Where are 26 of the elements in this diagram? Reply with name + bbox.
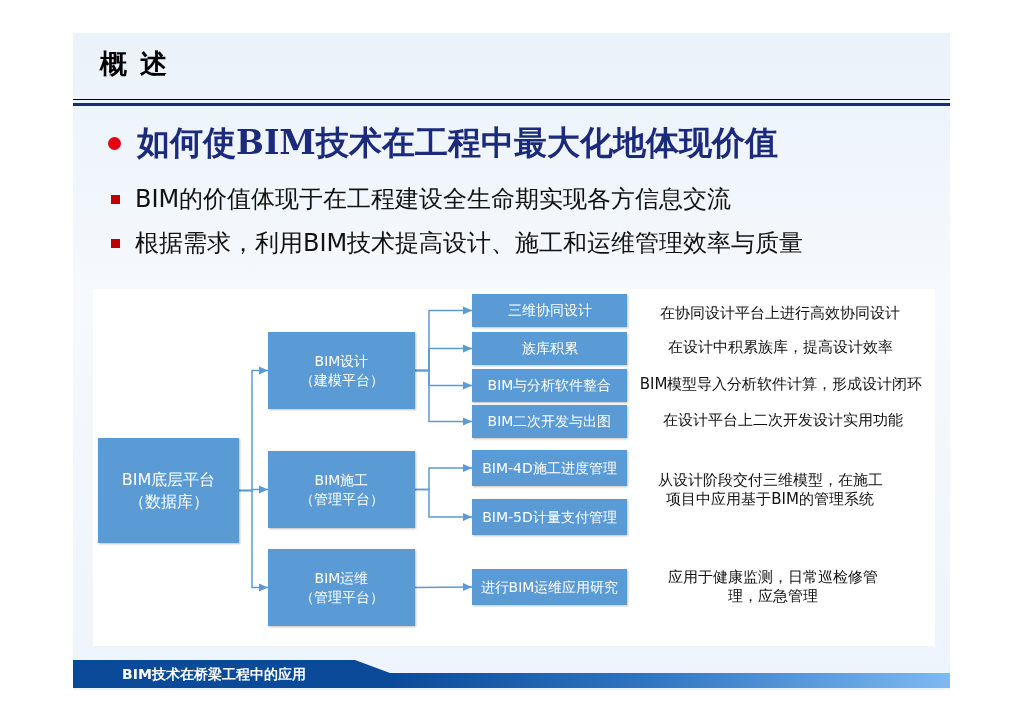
connector-arrow bbox=[414, 488, 473, 521]
bullet-text: 根据需求，利用BIM技术提高设计、施工和运维管理效率与质量 bbox=[135, 228, 804, 259]
connector-arrow bbox=[414, 583, 473, 592]
description-text: 从设计阶段交付三维模型，在施工项目中应用基于BIM的管理系统 bbox=[656, 471, 884, 509]
process-box: BIM-4D施工进度管理 bbox=[472, 450, 627, 486]
process-box: BIM与分析软件整合 bbox=[472, 369, 627, 402]
process-box: BIM底层平台（数据库） bbox=[98, 438, 239, 543]
process-box: BIM运维（管理平台） bbox=[268, 549, 415, 626]
process-box: 进行BIM运维应用研究 bbox=[472, 569, 627, 605]
process-box: BIM施工（管理平台） bbox=[268, 451, 415, 528]
process-box: BIM二次开发与出图 bbox=[472, 405, 627, 438]
process-box: 三维协同设计 bbox=[472, 294, 627, 327]
process-box: 族库积累 bbox=[472, 332, 627, 365]
description-text: 在设计中积累族库，提高设计效率 bbox=[666, 338, 894, 357]
process-box: BIM-5D计量支付管理 bbox=[472, 499, 627, 535]
slide-title: 概 述 bbox=[100, 47, 170, 81]
bullet-text: BIM的价值体现于在工程建设全生命期实现各方信息交流 bbox=[135, 184, 732, 215]
description-text: 在协同设计平台上进行高效协同设计 bbox=[659, 304, 901, 323]
description-text: BIM模型导入分析软件计算，形成设计闭环 bbox=[638, 375, 924, 394]
connector-arrow bbox=[414, 369, 473, 426]
process-box: BIM设计（建模平台） bbox=[268, 332, 415, 409]
description-text: 应用于健康监测，日常巡检修管理，应急管理 bbox=[667, 568, 879, 606]
connector-arrow bbox=[238, 489, 269, 592]
heading-text: 如何使BIM技术在工程中最大化地体现价值 bbox=[137, 122, 778, 164]
description-text: 在设计平台上二次开发设计实用功能 bbox=[662, 411, 904, 430]
footer-text: BIM技术在桥梁工程中的应用 bbox=[122, 665, 306, 684]
